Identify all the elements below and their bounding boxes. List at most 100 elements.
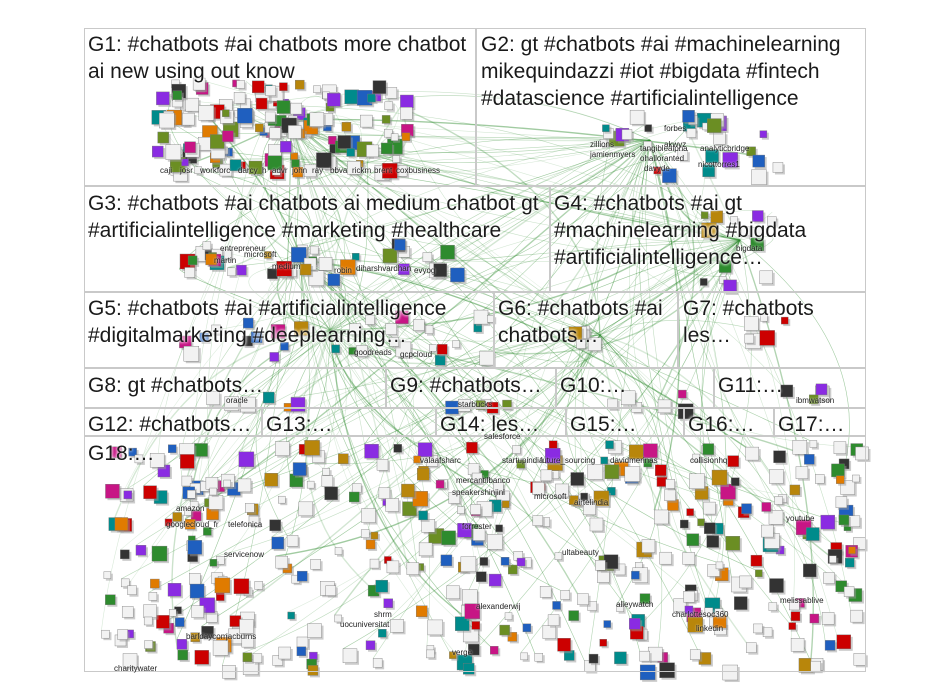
node-thumbnail xyxy=(759,330,777,348)
node-thumbnail xyxy=(309,245,321,257)
node-thumbnail xyxy=(194,166,204,176)
node-thumbnail xyxy=(848,546,858,556)
node-thumbnail xyxy=(823,572,837,586)
node-thumbnail xyxy=(313,85,323,95)
node-thumbnail xyxy=(547,614,562,628)
node-thumbnail xyxy=(331,344,342,355)
node-thumbnail xyxy=(189,501,201,512)
node-thumbnail xyxy=(643,443,660,460)
node-thumbnail xyxy=(587,337,604,353)
node-thumbnail xyxy=(479,350,496,368)
edge xyxy=(240,117,301,261)
node-thumbnail xyxy=(349,323,363,337)
edge xyxy=(645,139,688,534)
edge xyxy=(649,139,838,635)
node-thumbnail xyxy=(303,164,319,179)
node-thumbnail xyxy=(508,564,520,577)
node-thumbnail xyxy=(479,557,490,568)
node-label: nicottorres1 xyxy=(698,160,740,169)
node-thumbnail xyxy=(840,480,857,497)
node-thumbnail xyxy=(321,475,335,489)
edge xyxy=(446,239,741,587)
node-thumbnail xyxy=(181,158,191,168)
edge xyxy=(329,329,596,561)
node-thumbnail xyxy=(502,399,514,412)
edge xyxy=(686,128,741,241)
node-label: akwyz xyxy=(664,140,687,149)
edge xyxy=(270,315,331,331)
edge xyxy=(190,147,741,241)
edge xyxy=(599,334,790,623)
node-thumbnail xyxy=(677,150,690,163)
node-thumbnail xyxy=(769,469,786,486)
node-thumbnail xyxy=(568,610,581,623)
edge xyxy=(599,334,658,466)
node-label: ibmwatson xyxy=(796,396,835,405)
node-thumbnail xyxy=(741,503,754,516)
edge xyxy=(143,139,651,486)
node-thumbnail xyxy=(437,344,450,357)
node-thumbnail xyxy=(659,551,674,567)
edge xyxy=(135,239,741,546)
edge xyxy=(599,334,804,533)
node-thumbnail xyxy=(683,591,697,605)
node-thumbnail xyxy=(279,82,290,93)
node-thumbnail xyxy=(760,313,770,324)
group-label-g4: G4: #chatbots #ai gt #machinelearning #b… xyxy=(554,192,807,269)
node-thumbnail xyxy=(539,586,554,600)
node-thumbnail xyxy=(700,278,710,288)
node-label: forbes xyxy=(664,124,687,133)
node-thumbnail xyxy=(621,129,634,142)
node-thumbnail xyxy=(306,480,317,491)
node-thumbnail xyxy=(348,347,358,357)
node-thumbnail xyxy=(455,616,472,633)
group-label-g5: G5: #chatbots #ai #artificialintelligenc… xyxy=(88,297,447,347)
edge xyxy=(599,334,856,448)
node-thumbnail xyxy=(600,456,610,466)
node-thumbnail xyxy=(450,267,467,284)
node-thumbnail xyxy=(653,166,663,176)
node-thumbnail xyxy=(376,459,390,473)
edge xyxy=(204,239,741,500)
edge xyxy=(329,329,450,493)
node-thumbnail xyxy=(290,102,304,117)
node-thumbnail xyxy=(183,346,201,364)
node-thumbnail xyxy=(774,496,785,507)
node-label: mercantilbanco xyxy=(456,476,511,485)
node-thumbnail xyxy=(460,556,478,574)
node-thumbnail xyxy=(448,492,462,506)
node-thumbnail xyxy=(251,80,267,95)
node-thumbnail xyxy=(624,466,642,484)
node-thumbnail xyxy=(704,607,715,618)
node-thumbnail xyxy=(365,640,378,652)
node-label: charitywater xyxy=(114,664,158,673)
node-thumbnail xyxy=(390,619,406,635)
node-label: martin xyxy=(214,256,237,265)
node-thumbnail xyxy=(390,133,401,143)
edge xyxy=(240,139,651,398)
edge xyxy=(580,334,632,615)
node-label: microsoft xyxy=(244,250,277,259)
node-thumbnail xyxy=(821,612,837,627)
node-thumbnail xyxy=(264,473,280,489)
edge xyxy=(399,106,601,336)
node-label: gcpcloud xyxy=(400,350,433,359)
edge xyxy=(574,139,651,495)
node-label: amazon xyxy=(176,504,205,513)
node-label: jamienmyers xyxy=(590,150,636,159)
node-label: bbva xyxy=(330,166,348,175)
group-label-g8: G8: gt #chatbots… xyxy=(88,374,264,397)
node-thumbnail xyxy=(120,578,132,589)
node-thumbnail xyxy=(309,112,326,129)
node-thumbnail xyxy=(327,92,343,109)
node-thumbnail xyxy=(452,340,462,350)
node-thumbnail xyxy=(680,519,691,531)
node-thumbnail xyxy=(267,155,284,172)
node-thumbnail xyxy=(599,639,609,649)
node-label: googlecloud_fr xyxy=(166,520,219,529)
edge xyxy=(294,113,331,331)
node-thumbnail xyxy=(263,391,277,406)
node-thumbnail xyxy=(803,563,819,579)
node-thumbnail xyxy=(269,352,281,364)
group-label-g15: G15:… xyxy=(570,413,637,436)
